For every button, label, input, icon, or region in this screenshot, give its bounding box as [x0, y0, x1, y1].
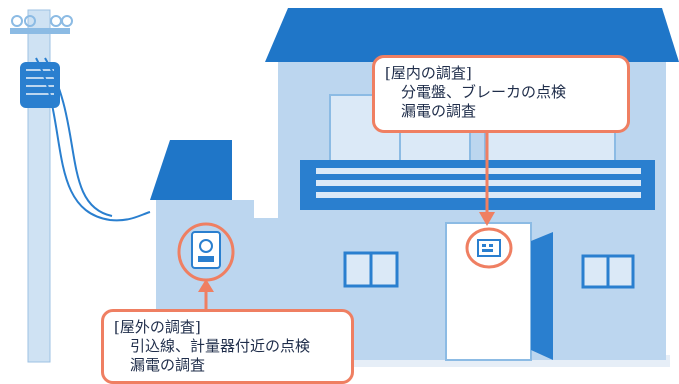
distribution-board-icon — [477, 239, 501, 257]
outdoor-survey-title: [屋外の調査] — [114, 318, 201, 336]
indoor-survey-line2: 漏電の調査 — [401, 102, 477, 120]
outdoor-survey-callout: [屋外の調査] 引込線、計量器付近の点検 漏電の調査 — [101, 309, 354, 384]
service-drop-wire — [35, 57, 151, 222]
indoor-highlight — [465, 227, 513, 269]
indoor-survey-title: [屋内の調査] — [385, 64, 472, 82]
open-door — [531, 232, 553, 360]
utility-pole — [10, 9, 73, 363]
outdoor-survey-line2: 漏電の調査 — [130, 356, 206, 374]
indoor-survey-line1: 分電盤、ブレーカの点検 — [401, 83, 567, 101]
indoor-survey-callout: [屋内の調査] 分電盤、ブレーカの点検 漏電の調査 — [372, 55, 630, 133]
outdoor-survey-line1: 引込線、計量器付近の点検 — [130, 337, 311, 355]
meter-icon — [191, 231, 221, 269]
